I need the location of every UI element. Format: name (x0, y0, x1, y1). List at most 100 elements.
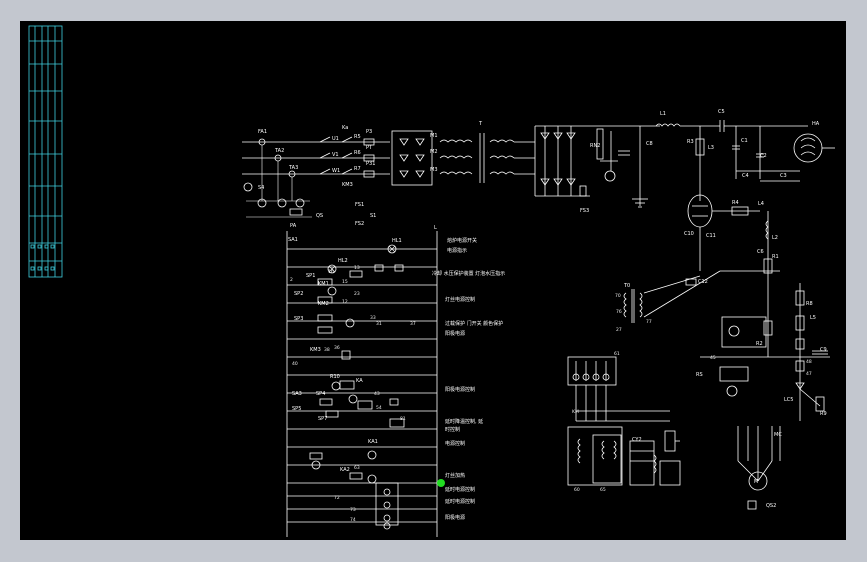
lower-right-section (567, 270, 830, 510)
label-36: 36 (334, 345, 340, 351)
label-r9: R9 (820, 411, 827, 417)
drawing-canvas: FA1 TA2 TA3 Ka P3 P31 PT KM3 U1 V1 W1 R5… (20, 21, 846, 540)
label-w1: W1 (332, 168, 340, 174)
label-23: 23 (354, 291, 360, 297)
label-27: 27 (616, 327, 622, 333)
label-sp4: SP4 (316, 391, 325, 397)
label-hl2: HL2 (338, 258, 348, 264)
desc-13: 阳极电源 (445, 514, 465, 521)
label-31: 31 (376, 321, 382, 327)
label-cy2: CY2 (632, 437, 642, 443)
status-dot (437, 479, 445, 487)
label-pt: PT (366, 145, 373, 151)
desc-7: 延时降温控制, 延 (445, 418, 483, 425)
label-r5: R5 (354, 134, 361, 140)
circuit-diagram: FA1 TA2 TA3 Ka P3 P31 PT KM3 U1 V1 W1 R5… (28, 25, 835, 537)
desc-6: 阳极电源控制 (445, 386, 475, 393)
label-qs: QS (316, 213, 323, 219)
label-37: 37 (410, 321, 416, 327)
label-70: 70 (615, 293, 621, 299)
label-fs1: FS1 (355, 202, 364, 208)
label-p3: P3 (366, 129, 372, 135)
label-65: 65 (600, 487, 606, 493)
label-rs: RS (696, 372, 703, 378)
label-ta2: TA2 (274, 148, 284, 154)
label-40: 40 (292, 361, 298, 367)
label-km3-top: KM3 (342, 182, 353, 188)
label-t: T (478, 121, 483, 127)
desc-2: 冷却 水压保护装置 灯泡水压指示 (432, 270, 505, 277)
label-t0: T0 (623, 283, 630, 289)
label-lc5: LC5 (784, 397, 793, 403)
label-l2: L2 (772, 235, 778, 241)
label-qs2: QS2 (766, 503, 776, 509)
label-63: 63 (354, 465, 360, 471)
label-m3: M3 (430, 167, 438, 173)
label-sp2: SP2 (294, 291, 303, 297)
label-v1: V1 (332, 152, 339, 158)
label-c4: C4 (742, 173, 749, 179)
label-r1: R1 (772, 254, 779, 260)
desc-4: 过载保护 门开关 颜色保护 (445, 320, 503, 327)
label-72: 72 (334, 495, 340, 501)
label-15: 15 (342, 279, 348, 285)
label-54: 54 (376, 405, 382, 411)
label-60: 60 (574, 487, 580, 493)
label-mc: MC (774, 432, 782, 438)
desc-9: 电源控制 (445, 440, 465, 447)
label-c6: C6 (757, 249, 764, 255)
label-16: 16 (328, 269, 334, 275)
label-r8: R8 (806, 301, 813, 307)
label-s1: S1 (370, 213, 376, 219)
label-61: 61 (614, 351, 620, 357)
label-sp1: SP1 (306, 273, 315, 279)
label-u1: U1 (332, 136, 339, 142)
label-sa1: SA1 (288, 237, 298, 243)
label-fa1: FA1 (258, 129, 267, 135)
label-l4: L4 (758, 201, 764, 207)
label-43: 43 (374, 391, 380, 397)
label-r6: R6 (354, 150, 361, 156)
label-s4: S4 (258, 185, 264, 191)
label-sp7: SP7 (318, 416, 327, 422)
lower-labels: T0 C11 C12 CY2 R2 R8 C9 LC5 R9 L5 M QS2 … (572, 233, 827, 509)
label-fs3: FS3 (580, 208, 589, 214)
desc-1: 电源指示 (447, 247, 467, 254)
label-r3: R3 (687, 139, 694, 145)
label-fs2: FS2 (355, 221, 364, 227)
label-c11: C11 (706, 233, 716, 239)
label-motor: M (754, 479, 758, 485)
label-l1: L1 (660, 111, 666, 117)
label-r2: R2 (756, 341, 763, 347)
desc-0: 熔炉电源开关 (447, 237, 477, 244)
desc-12: 延时电源控制 (445, 498, 475, 505)
label-ha: HA (812, 121, 820, 127)
label-km3: KM3 (310, 347, 321, 353)
label-p31: P31 (366, 161, 375, 167)
desc-11: 延时电源控制 (445, 486, 475, 493)
label-hl1: HL1 (392, 238, 402, 244)
label-r7: R7 (354, 166, 361, 172)
label-ka1: KA1 (368, 439, 378, 445)
label-c2: C2 (760, 153, 767, 159)
description-column: 熔炉电源开关 电源指示 冷却 水压保护装置 灯泡水压指示 灯丝电源控制 过载保护… (432, 237, 505, 521)
desc-8: 时控制 (445, 426, 460, 433)
label-c1: C1 (741, 138, 748, 144)
label-48: 48 (806, 359, 812, 365)
label-sp5: SP5 (292, 406, 301, 412)
label-r4: R4 (732, 200, 739, 206)
label-c12: C12 (698, 279, 708, 285)
label-12: 12 (342, 299, 348, 305)
label-sa3: SA3 (292, 391, 302, 397)
label-l-rail: L (434, 225, 437, 231)
label-2: 2 (290, 277, 293, 283)
label-c3: C3 (780, 173, 787, 179)
label-ka-ctrl: KA (356, 378, 363, 384)
label-13: 13 (354, 265, 360, 271)
label-c5: C5 (718, 109, 725, 115)
label-rn2: RN2 (590, 143, 600, 149)
power-input-section (242, 120, 835, 311)
label-45: 45 (710, 355, 716, 361)
label-sp3: SP3 (294, 316, 303, 322)
title-block (28, 25, 63, 278)
